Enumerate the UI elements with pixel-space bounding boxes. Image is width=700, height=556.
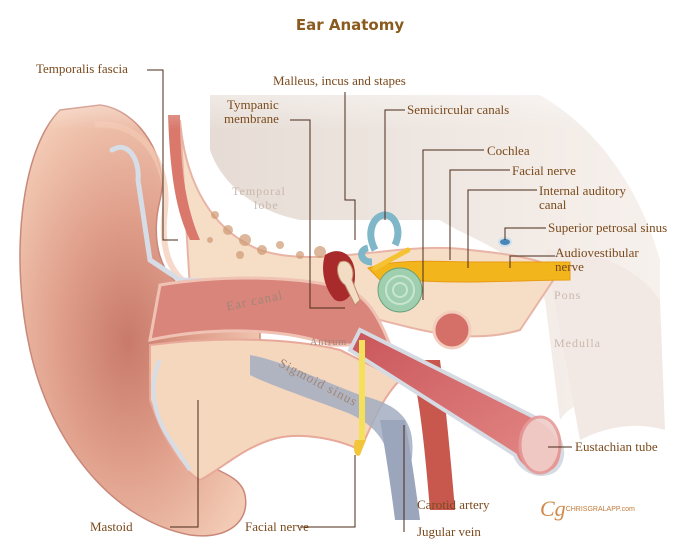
label-cochlea: Cochlea (487, 143, 530, 158)
label-audiovestibular-nerve-line2: nerve (555, 259, 584, 274)
lower-cartilage (151, 359, 192, 472)
label-facial-nerve-bottom: Facial nerve (245, 519, 309, 534)
cochlea-shape (377, 267, 423, 313)
ossicles-shape (337, 260, 361, 306)
label-tympanic-membrane-line1: Tympanic (227, 97, 279, 112)
label-facial-nerve-top: Facial nerve (512, 163, 576, 178)
auricle-shape (19, 104, 261, 537)
label-mastoid: Mastoid (90, 519, 133, 534)
facial-nerve-branch (372, 247, 411, 271)
carotid-canal (432, 310, 472, 350)
artist-credit: CgCHRISGRALAPP.com (540, 496, 635, 521)
top-fade (0, 40, 700, 130)
inner-label-pons: Pons (554, 288, 582, 302)
leader-lines (147, 69, 572, 532)
label-superior-petrosal-sinus: Superior petrosal sinus (548, 220, 668, 235)
brainstem-shape (545, 250, 665, 440)
label-internal-auditory-canal-line1: Internal auditory (539, 183, 626, 198)
eustachian-opening (518, 415, 562, 475)
mastoid-shape (149, 338, 402, 482)
artist-logo-icon: Cg (540, 496, 566, 521)
label-tympanic-membrane-line2: membrane (224, 111, 279, 126)
label-internal-auditory-canal-line2: canal (539, 197, 567, 212)
temporalis-muscle (168, 115, 200, 240)
bone-porosity (207, 211, 326, 259)
inner-label-temporal-lobe-line1: Temporal (232, 184, 286, 198)
label-temporalis-fascia: Temporalis fascia (36, 61, 128, 76)
inner-label-medulla: Medulla (554, 336, 601, 350)
label-eustachian-tube: Eustachian tube (575, 439, 658, 454)
inner-label-temporal-lobe-line2: lobe (254, 198, 279, 212)
auricular-cartilage (109, 145, 263, 285)
label-ossicles: Malleus, incus and stapes (273, 73, 406, 88)
audiovestibular-nerve-shape (367, 260, 571, 283)
ear-canal-shape (148, 276, 393, 347)
facial-nerve-end (353, 440, 366, 456)
temporal-lobe-shape (210, 95, 660, 420)
jugular-vein-shape (380, 420, 420, 520)
helix-ridge (94, 121, 202, 293)
inner-label-antrum: Antrum (310, 337, 348, 348)
label-audiovestibular-nerve-line1: Audiovestibular (555, 245, 639, 260)
sigmoid-sinus-shape (250, 355, 413, 470)
label-semicircular-canals: Semicircular canals (407, 102, 510, 117)
label-jugular-vein: Jugular vein (417, 524, 481, 539)
page-title: Ear Anatomy (295, 16, 405, 34)
label-carotid-artery: Carotid artery (417, 497, 490, 512)
